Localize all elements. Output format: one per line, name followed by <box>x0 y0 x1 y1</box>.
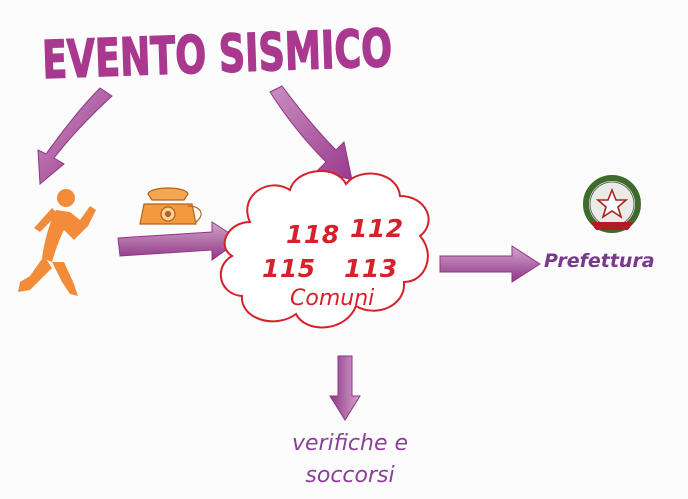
arrow-title-to-person <box>37 87 113 186</box>
arrow-cloud-to-outcome <box>329 355 361 421</box>
arrow-title-to-cloud <box>269 85 353 181</box>
outcome-line-2: soccorsi <box>305 463 395 488</box>
arrow-cloud-to-prefettura <box>439 245 541 283</box>
number-115: 115 <box>262 254 316 283</box>
arrow-person-to-cloud <box>117 221 241 261</box>
title-banner: EVENTO SISMICO <box>40 18 393 86</box>
cloud-shape <box>219 170 430 329</box>
prefettura-label: Prefettura <box>544 250 655 272</box>
telephone-icon <box>139 187 202 225</box>
italian-republic-emblem-icon <box>583 175 641 233</box>
number-118: 118 <box>286 220 340 249</box>
outcome-line-1: verifiche e <box>291 431 409 456</box>
title-text: EVENTO SISMICO <box>41 19 393 86</box>
number-112: 112 <box>350 214 404 243</box>
outcome-label: verifiche e soccorsi <box>280 428 420 492</box>
running-person-icon <box>18 189 96 296</box>
number-113: 113 <box>344 254 398 283</box>
comuni-label: Comuni <box>290 286 375 311</box>
